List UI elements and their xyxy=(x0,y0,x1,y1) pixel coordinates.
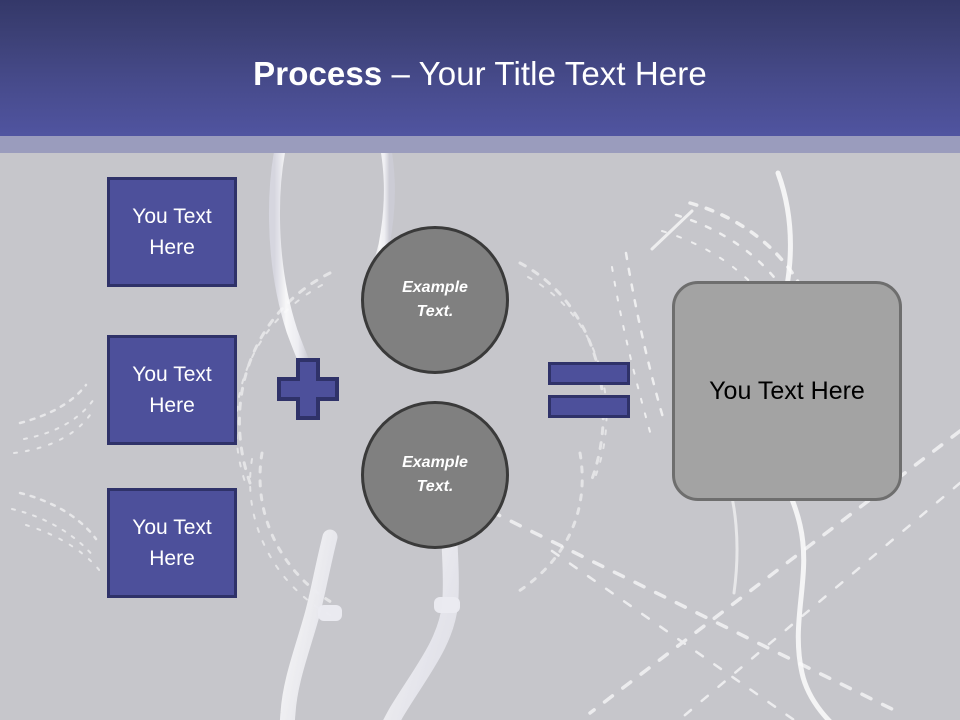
result-box[interactable]: You Text Here xyxy=(672,281,902,501)
process-circle-2-line1: Example xyxy=(402,454,468,471)
input-box-1-label: You Text Here xyxy=(110,201,234,263)
equals-icon xyxy=(548,362,630,418)
process-circle-2[interactable]: Example Text. xyxy=(361,401,509,549)
equals-icon-bar-bottom xyxy=(548,395,630,418)
input-box-3[interactable]: You Text Here xyxy=(107,488,237,598)
process-circle-1-line2: Text. xyxy=(416,303,454,320)
process-circle-2-label: Example Text. xyxy=(364,451,506,499)
input-box-3-line2: Here xyxy=(149,547,195,570)
input-box-1-line2: Here xyxy=(149,236,195,259)
process-circle-1-label: Example Text. xyxy=(364,276,506,324)
input-box-3-label: You Text Here xyxy=(110,512,234,574)
page-title-bold: Process xyxy=(253,55,383,92)
input-box-2[interactable]: You Text Here xyxy=(107,335,237,445)
process-circle-1[interactable]: Example Text. xyxy=(361,226,509,374)
input-box-2-line2: Here xyxy=(149,394,195,417)
page-title-rest: – Your Title Text Here xyxy=(382,55,707,92)
input-box-2-label: You Text Here xyxy=(110,359,234,421)
process-circle-1-line1: Example xyxy=(402,279,468,296)
input-box-1-line1: You Text xyxy=(132,205,212,228)
result-box-label: You Text Here xyxy=(709,377,865,405)
equals-icon-bar-top xyxy=(548,362,630,385)
header-gradient-band xyxy=(0,0,960,136)
header-accent-band xyxy=(0,136,960,153)
process-circle-2-line2: Text. xyxy=(416,478,454,495)
input-box-2-line1: You Text xyxy=(132,363,212,386)
page-title: Process – Your Title Text Here xyxy=(0,54,960,94)
plus-icon xyxy=(277,358,339,420)
input-box-1[interactable]: You Text Here xyxy=(107,177,237,287)
input-box-3-line1: You Text xyxy=(132,516,212,539)
